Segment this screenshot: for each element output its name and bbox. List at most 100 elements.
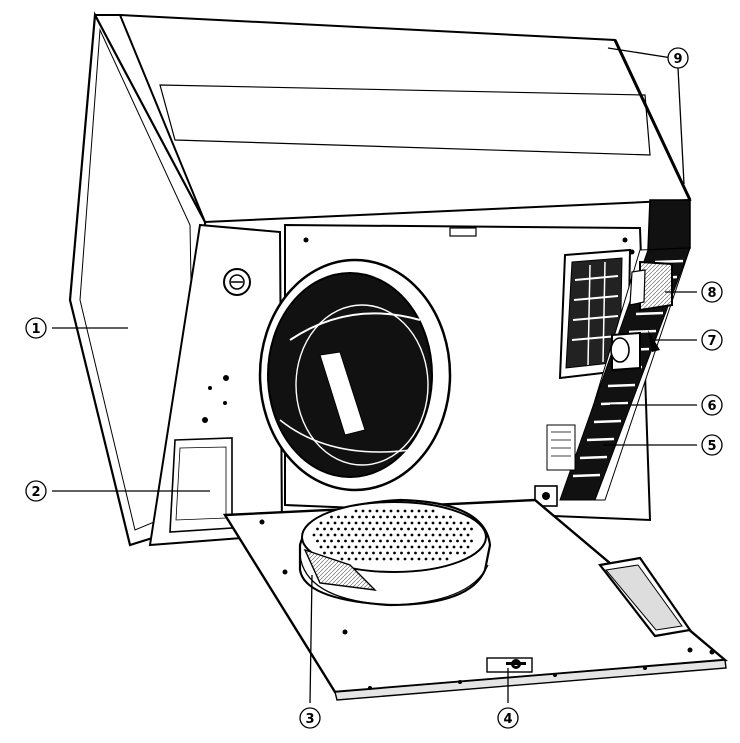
perforation-hole: [361, 557, 365, 561]
perforation-hole: [389, 521, 393, 525]
perforation-hole: [424, 533, 428, 537]
perforation-hole: [435, 539, 438, 543]
perforation-hole: [414, 539, 417, 543]
perforation-hole: [459, 521, 463, 525]
perforation-hole: [421, 551, 424, 555]
cover-slot: [598, 556, 692, 638]
callout-5-label: 5: [707, 439, 716, 454]
perforation-hole: [407, 539, 410, 543]
perforation-hole: [452, 521, 456, 525]
perforation-hole: [354, 545, 358, 549]
perforation-hole: [431, 509, 435, 513]
perforation-hole: [379, 539, 382, 543]
perforation-hole: [333, 521, 337, 525]
perforation-hole: [393, 527, 396, 531]
perforation-hole: [417, 545, 421, 549]
perforation-hole: [445, 533, 449, 537]
perforation-hole: [417, 521, 421, 525]
cover-latch: [486, 657, 533, 673]
perforation-hole: [386, 551, 389, 555]
perforation-hole: [347, 545, 351, 549]
perforation-hole: [424, 509, 428, 513]
callout-3-label: 3: [305, 712, 314, 727]
perforation-hole: [421, 515, 424, 519]
callout-2-label: 2: [31, 485, 40, 500]
perforation-hole: [456, 551, 459, 555]
callout-1: 1: [25, 317, 47, 339]
perforation-hole: [382, 545, 386, 549]
perforation-hole: [452, 533, 456, 537]
perforation-hole: [351, 527, 354, 531]
perforation-hole: [333, 545, 337, 549]
perforation-hole: [431, 521, 435, 525]
perforation-hole: [403, 545, 407, 549]
perforation-hole: [337, 551, 340, 555]
perforation-hole: [466, 533, 470, 537]
perforation-hole: [361, 509, 365, 513]
perforation-hole: [351, 515, 354, 519]
perforation-hole: [449, 539, 452, 543]
perforation-hole: [449, 515, 452, 519]
perforation-hole: [407, 551, 410, 555]
perforation-hole: [368, 509, 372, 513]
perforation-hole: [466, 545, 470, 549]
perforation-hole: [344, 527, 347, 531]
perforation-hole: [337, 527, 340, 531]
perforation-hole: [382, 533, 386, 537]
rating-plate: [546, 424, 576, 471]
perforation-hole: [421, 527, 424, 531]
perforation-hole: [344, 515, 347, 519]
perforation-hole: [333, 533, 337, 537]
perforation-hole: [407, 527, 410, 531]
perforation-hole: [417, 533, 421, 537]
perforation-hole: [326, 545, 330, 549]
perforation-hole: [347, 557, 351, 561]
perforation-hole: [382, 557, 386, 561]
perforation-hole: [466, 521, 470, 525]
leader-line-9a: [607, 47, 673, 59]
perforation-hole: [449, 551, 452, 555]
perforation-hole: [319, 521, 323, 525]
perforation-hole: [340, 521, 344, 525]
perforation-hole: [386, 539, 389, 543]
perforation-hole: [375, 545, 379, 549]
perforation-hole: [354, 533, 358, 537]
perforation-hole: [410, 521, 414, 525]
perforation-hole: [414, 515, 417, 519]
perforation-hole: [435, 515, 438, 519]
perforation-hole: [396, 557, 400, 561]
perforation-hole: [365, 551, 368, 555]
perforation-hole: [407, 515, 410, 519]
perforation-hole: [459, 533, 463, 537]
perforation-hole: [403, 509, 407, 513]
perforation-hole: [431, 545, 435, 549]
perforation-hole: [428, 515, 431, 519]
perforation-hole: [379, 527, 382, 531]
perforation-hole: [410, 545, 414, 549]
perforation-hole: [403, 533, 407, 537]
perforation-hole: [354, 509, 358, 513]
perforation-hole: [403, 557, 407, 561]
perforation-hole: [445, 545, 449, 549]
perforation-hole: [445, 557, 449, 561]
callout-7: 7: [701, 329, 723, 351]
perforated-filter-dome: [298, 498, 492, 607]
perforation-hole: [340, 533, 344, 537]
perforation-hole: [410, 533, 414, 537]
callout-1-label: 1: [31, 322, 40, 337]
perforation-hole: [389, 545, 393, 549]
callout-8: 8: [701, 281, 723, 303]
perforation-hole: [316, 539, 319, 543]
perforation-hole: [337, 539, 340, 543]
perforation-hole: [354, 521, 358, 525]
perforation-hole: [470, 539, 473, 543]
perforation-hole: [382, 509, 386, 513]
callout-3: 3: [299, 707, 321, 729]
callout-4: 4: [497, 707, 519, 729]
perforation-hole: [326, 521, 330, 525]
perforation-hole: [330, 527, 333, 531]
callout-6: 6: [701, 394, 723, 416]
perforation-hole: [375, 557, 379, 561]
perforation-hole: [449, 527, 452, 531]
